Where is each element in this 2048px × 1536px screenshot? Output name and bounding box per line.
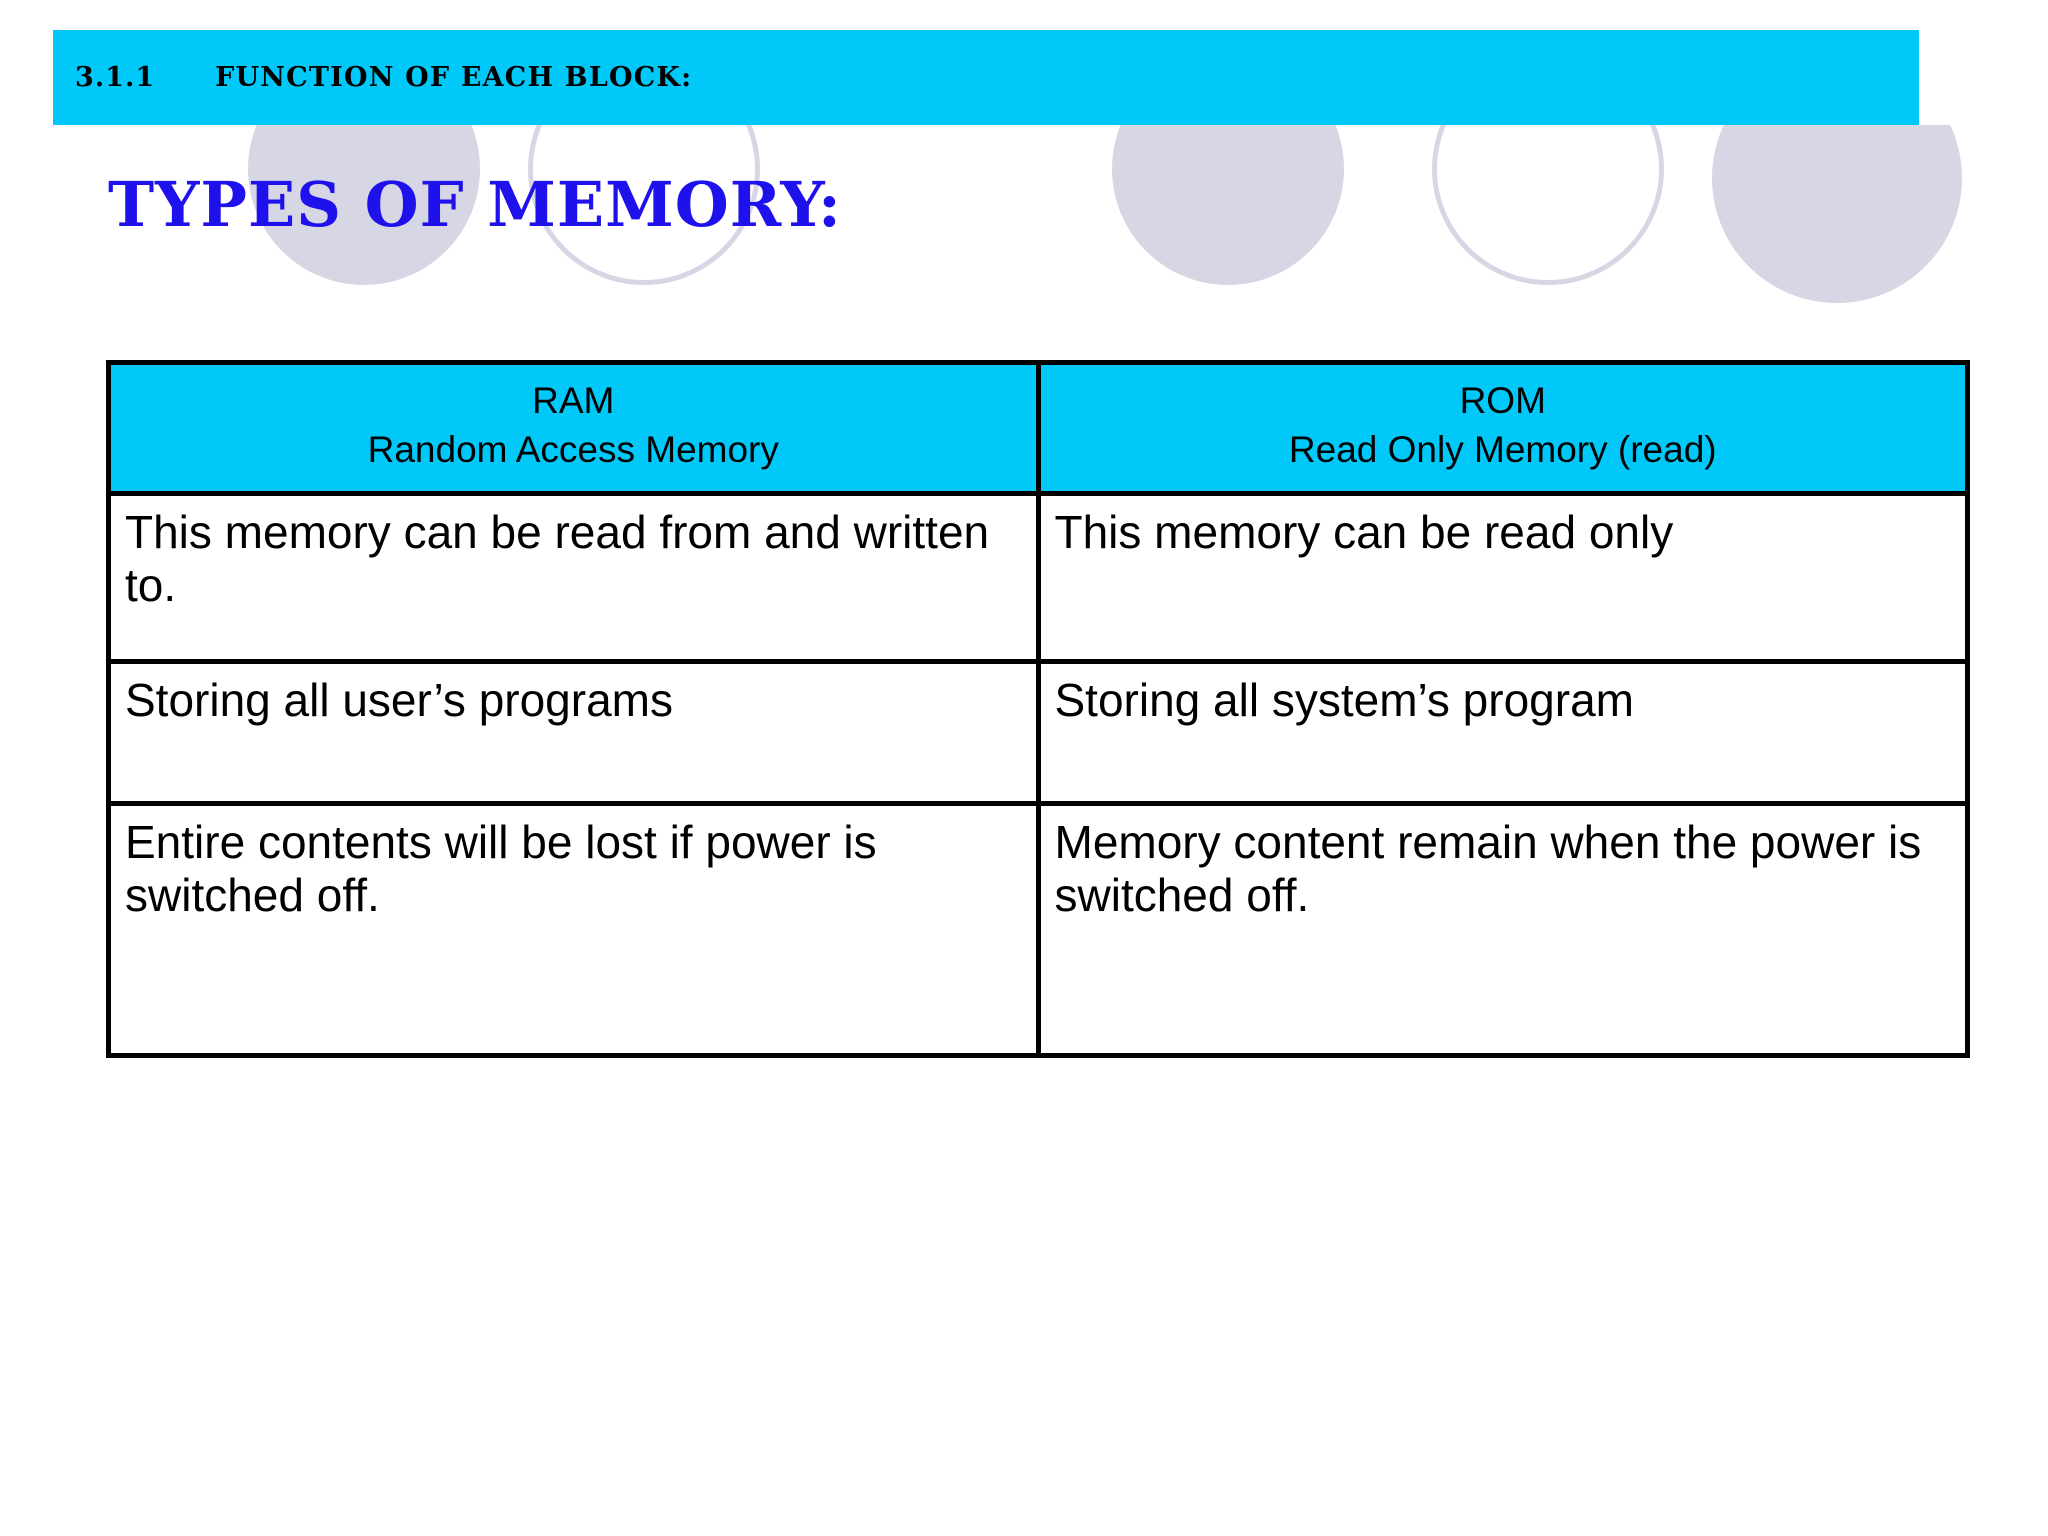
column-full-ram: Random Access Memory bbox=[367, 428, 779, 470]
column-abbr-ram: RAM bbox=[532, 380, 615, 421]
cell-ram-read-write: This memory can be read from and written… bbox=[106, 490, 1041, 664]
section-heading: FUNCTION OF EACH BLOCK: bbox=[215, 62, 693, 93]
cell-ram-user-programs: Storing all user’s programs bbox=[106, 658, 1041, 806]
table-row: Entire contents will be lost if power is… bbox=[106, 800, 1970, 1058]
cell-rom-system-program: Storing all system’s program bbox=[1035, 658, 1970, 806]
section-number: 3.1.1 bbox=[75, 62, 156, 93]
decorative-circle-filled-2 bbox=[1112, 125, 1344, 285]
column-full-rom: Read Only Memory (read) bbox=[1288, 428, 1717, 470]
page-title: TYPES OF MEMORY: bbox=[108, 168, 842, 241]
cell-rom-read-only: This memory can be read only bbox=[1035, 490, 1970, 664]
memory-comparison-table: RAM Random Access Memory ROM Read Only M… bbox=[106, 360, 1970, 1058]
table-row: Storing all user’s programs Storing all … bbox=[106, 658, 1970, 806]
decorative-circle-outline-2 bbox=[1432, 125, 1664, 285]
section-banner: 3.1.1 FUNCTION OF EACH BLOCK: bbox=[53, 30, 1919, 125]
cell-ram-volatile: Entire contents will be lost if power is… bbox=[106, 800, 1041, 1058]
table-header-cell-rom: ROM Read Only Memory (read) bbox=[1035, 360, 1970, 496]
table-row: This memory can be read from and written… bbox=[106, 490, 1970, 664]
table-header-cell-ram: RAM Random Access Memory bbox=[106, 360, 1041, 496]
column-abbr-rom: ROM bbox=[1459, 380, 1546, 421]
decorative-circle-filled-3 bbox=[1712, 125, 1962, 303]
table-header-row: RAM Random Access Memory ROM Read Only M… bbox=[106, 360, 1970, 496]
cell-rom-non-volatile: Memory content remain when the power is … bbox=[1035, 800, 1970, 1058]
